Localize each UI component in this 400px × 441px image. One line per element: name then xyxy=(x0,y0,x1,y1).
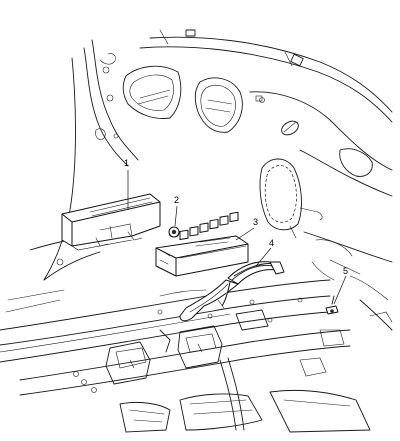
part-1-bracket-housing xyxy=(61,193,161,251)
callout-3: 3 xyxy=(253,217,258,227)
part-3-control-module xyxy=(155,211,249,277)
callout-1: 1 xyxy=(124,158,129,168)
callout-labels: 1 2 3 4 5 xyxy=(124,158,348,276)
callout-2: 2 xyxy=(174,195,179,205)
part-4-wiring-harness xyxy=(179,261,285,322)
leader-lines xyxy=(127,170,347,305)
callout-4: 4 xyxy=(269,238,274,248)
part-2-grommet xyxy=(168,226,180,238)
callout-5: 5 xyxy=(343,266,348,276)
part-5-fastener xyxy=(325,295,339,315)
vehicle-body-structure xyxy=(0,29,393,433)
